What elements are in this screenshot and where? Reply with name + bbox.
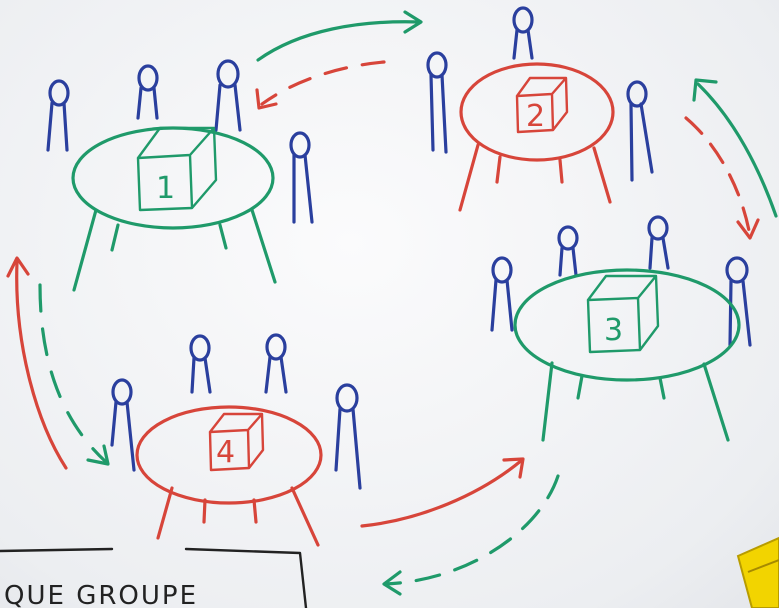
table-2-group: 2 (426, 6, 654, 212)
table-3: 3 (513, 268, 741, 442)
arrow-head-icon (692, 78, 718, 102)
table-4-label: 4 (216, 435, 235, 470)
arrow-1-to-2-green (256, 20, 422, 62)
arrow-2-to-3-red (684, 116, 752, 238)
table-3-group: 3 (490, 215, 752, 442)
table-1-group: 1 (46, 59, 314, 292)
arrow-head-icon (403, 10, 423, 34)
rotation-arrows (6, 10, 778, 596)
caption-text: QUE GROUPE (4, 581, 198, 608)
table-1: 1 (71, 126, 277, 292)
arrow-head-icon (736, 218, 760, 240)
table-4: 4 (135, 405, 323, 547)
arrow-2-to-1-red (260, 60, 386, 106)
table-2-people (426, 6, 654, 182)
table-2: 2 (458, 62, 615, 212)
caption-box: QUE GROUPE (0, 547, 308, 608)
arrow-head-icon (255, 88, 278, 110)
arrow-head-icon (502, 457, 525, 479)
arrow-head-icon (6, 256, 30, 278)
table-3-people (490, 215, 752, 347)
arrow-4-to-1-red (15, 260, 68, 470)
table-1-label: 1 (156, 171, 175, 206)
table-1-people (46, 59, 314, 224)
table-3-label: 3 (604, 313, 623, 348)
table-2-label: 2 (526, 99, 545, 134)
table-4-group: 4 (110, 333, 362, 547)
arrow-1-to-4-green (38, 283, 108, 464)
arrow-head-icon (86, 444, 110, 466)
arrow-4-to-3-red (360, 458, 524, 528)
table-4-people (110, 333, 362, 490)
arrow-head-icon (382, 570, 402, 596)
marker-cap (736, 536, 779, 608)
arrow-3-to-2-green (696, 82, 778, 218)
arrow-3-to-4-green (384, 474, 560, 586)
